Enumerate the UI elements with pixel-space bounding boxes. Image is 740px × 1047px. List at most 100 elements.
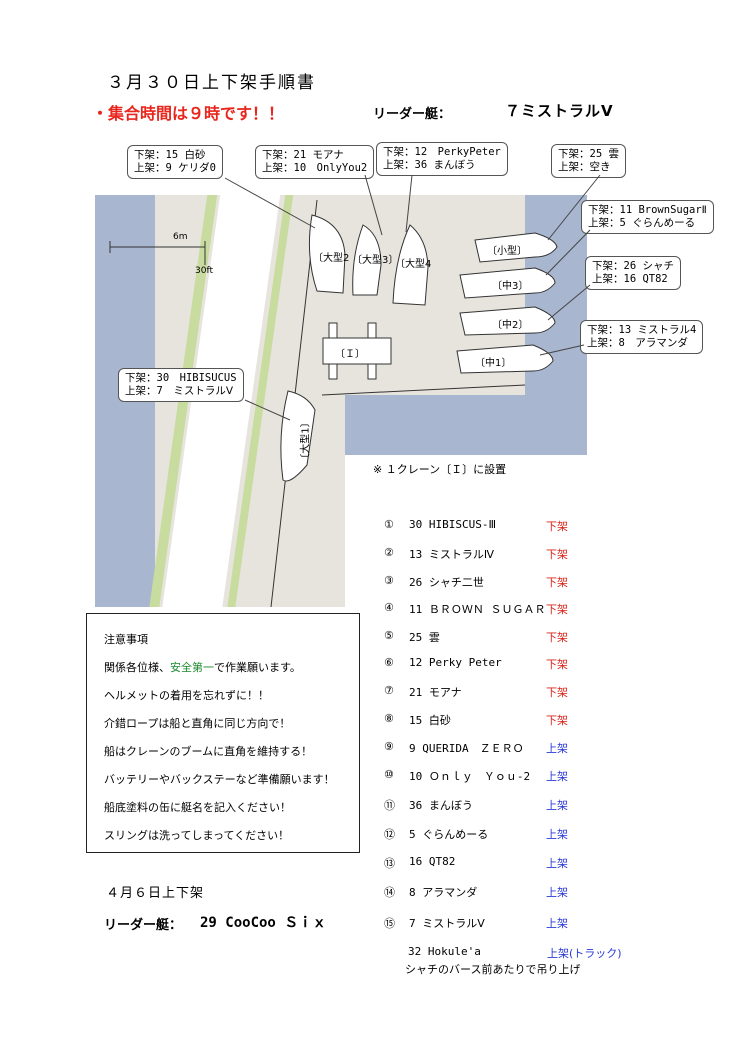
callout-mid3: 下架：11 BrownSugarⅡ 上架：5 ぐらんめーる [581, 200, 714, 234]
schedule-row: ⑬ 16 QT82 上架 [384, 855, 584, 875]
step-number: ① [384, 518, 394, 531]
schedule-row: ⑦ 21 モアナ 下架 [384, 684, 584, 704]
boat-mid2-shape [459, 306, 556, 336]
boat-label-large2: 〔大型2 [313, 253, 350, 264]
boat-large3-shape [352, 224, 382, 296]
callout-line: 下架：25 雲 [558, 148, 619, 160]
caution-text: 関係各位様、 [104, 661, 170, 674]
scale-feet: 30ft [195, 266, 213, 276]
callout-line: 下架：13 ミストラル4 [587, 324, 697, 336]
schedule-row: ⑭ 8 アラマンダ 上架 [384, 884, 584, 904]
schedule-row: ② 13 ミストラルⅣ 下架 [384, 546, 584, 566]
yard-blank [345, 455, 587, 607]
callout-line: 上架：9 ケリダ0 [134, 162, 216, 174]
caution-heading: 注意事項 [104, 633, 148, 646]
action-label: 上架 [546, 886, 568, 899]
schedule-row: ⑥ 12 Perky Peter 下架 [384, 656, 584, 676]
schedule-row: ① 30 HIBISCUS-Ⅲ 下架 [384, 518, 584, 538]
schedule-row: ⑨ 9 QUERIDA ＺＥＲＯ 上架 [384, 740, 584, 760]
callout-line: 上架：10 OnlyYou2 [262, 162, 368, 174]
caution-line: バッテリーやバックステーなど準備願います！ [104, 773, 335, 786]
schedule-row: ⑩ 10 Ｏｎｌｙ Ｙｏｕ-2 上架 [384, 768, 584, 788]
step-number: ⑥ [384, 656, 394, 669]
boat-name: 11 ＢＲＯＷＮ ＳＵＧＡＲ [409, 603, 546, 616]
action-label: 下架 [546, 548, 568, 561]
extra-boat-name: 32 Hokule'a [408, 945, 481, 958]
boat-name: 13 ミストラルⅣ [409, 548, 495, 561]
action-label: 下架 [546, 686, 568, 699]
step-number: ⑤ [384, 629, 394, 642]
boat-large2-shape [308, 214, 346, 294]
schedule-row: ⑪ 36 まんぼう 上架 [384, 797, 584, 817]
page-title: ３月３０日上下架手順書 [107, 73, 316, 93]
action-label: 上架 [546, 742, 568, 755]
action-label: 上架 [546, 857, 568, 870]
april-leader-label: リーダー艇： [104, 918, 183, 933]
callout-line: 下架：30 HIBISUCUS [125, 372, 237, 384]
step-number: ④ [384, 601, 394, 614]
step-number: ⑫ [384, 828, 395, 841]
caution-line: 船底塗料の缶に艇名を記入ください！ [104, 801, 291, 814]
schedule-row: ③ 26 シャチ二世 下架 [384, 574, 584, 594]
schedule-row: ⑤ 25 雲 下架 [384, 629, 584, 649]
boat-label-large3: 〔大型3〕 [352, 255, 399, 266]
boat-label-mid1: 〔中1〕 [475, 358, 512, 369]
step-number: ⑨ [384, 740, 394, 753]
action-label: 上架 [546, 770, 568, 783]
caution-line: スリングは洗ってしまってください！ [104, 829, 290, 842]
water-bottom-right [345, 395, 587, 455]
action-label: 下架 [546, 520, 568, 533]
extra-note: シャチのバース前あたりで吊り上げ [405, 963, 581, 976]
boat-name: 10 Ｏｎｌｙ Ｙｏｕ-2 [409, 770, 531, 783]
boat-name: 36 まんぼう [409, 799, 473, 812]
step-number: ⑦ [384, 684, 394, 697]
callout-small: 下架：25 雲 上架：空き [551, 144, 626, 178]
step-number: ⑭ [384, 886, 395, 899]
april-leader-value: 29 CooCoo Ｓｉｘ [200, 915, 327, 931]
callout-line: 上架：16 QT82 [592, 273, 668, 285]
callout-large3: 下架：21 モアナ 上架：10 OnlyYou2 [255, 145, 375, 179]
boat-name: 21 モアナ [409, 686, 462, 699]
callout-line: 下架：11 BrownSugarⅡ [588, 204, 707, 216]
callout-line: 下架：26 シャチ [592, 260, 674, 272]
action-label: 下架 [546, 658, 568, 671]
step-number: ⑪ [384, 799, 395, 812]
callout-line: 上架：5 ぐらんめーる [588, 217, 696, 229]
crane-note: ※ １クレーン〔Ｉ〕に設置 [373, 463, 507, 476]
extra-action: 上架(トラック) [547, 947, 622, 960]
schedule-row: ⑫ 5 ぐらんめーる 上架 [384, 826, 584, 846]
leader-boat-value: ７ミストラルⅤ [505, 102, 614, 120]
boat-large4-shape [392, 224, 429, 306]
boat-name: 9 QUERIDA ＺＥＲＯ [409, 742, 524, 755]
caution-line: 関係各位様、安全第一で作業願います。 [104, 659, 301, 675]
boat-name: 8 アラマンダ [409, 886, 478, 899]
boat-name: 26 シャチ二世 [409, 576, 484, 589]
caution-line: ヘルメットの着用を忘れずに！！ [104, 689, 269, 702]
april-title: ４月６日上下架 [106, 886, 205, 901]
callout-line: 下架：21 モアナ [262, 149, 344, 161]
callout-line: 上架：8 アラマンダ [587, 337, 688, 349]
boat-name: 25 雲 [409, 631, 440, 644]
boat-label-mid3: 〔中3〕 [492, 281, 529, 292]
meeting-time-notice: ・集合時間は９時です！！ [92, 104, 285, 123]
callout-line: 下架：12 PerkyPeter [383, 146, 501, 158]
boat-mid1-shape [456, 344, 554, 374]
step-number: ⑮ [384, 917, 395, 930]
scale-meters: 6m [173, 232, 188, 242]
callout-mid1: 下架：13 ミストラル4 上架：8 アラマンダ [580, 320, 704, 354]
boat-name: 16 QT82 [409, 855, 456, 868]
schedule-row: ⑧ 15 白砂 下架 [384, 712, 584, 732]
callout-large2: 下架：15 白砂 上架：9 ケリダ0 [127, 145, 223, 179]
action-label: 下架 [546, 631, 568, 644]
step-number: ② [384, 546, 394, 559]
harbor-map: 6m 30ft 〔Ｉ〕 〔大型2 〔大型3〕 〔大型4 〔小型〕 〔中3〕 〔中… [95, 195, 587, 607]
boat-mid3-shape [459, 267, 556, 299]
caution-box: 注意事項 関係各位様、安全第一で作業願います。 ヘルメットの着用を忘れずに！！ … [86, 613, 360, 853]
boat-label-mid2: 〔中2〕 [492, 320, 529, 331]
schedule-row: ④ 11 ＢＲＯＷＮ ＳＵＧＡＲ 下架 [384, 601, 584, 621]
caution-line: 介錯ロープは船と直角に同じ方向で！ [104, 717, 291, 730]
boat-large1-shape [280, 390, 316, 482]
leader-boat-label: リーダー艇： [373, 107, 452, 122]
step-number: ③ [384, 574, 394, 587]
action-label: 下架 [546, 603, 568, 616]
